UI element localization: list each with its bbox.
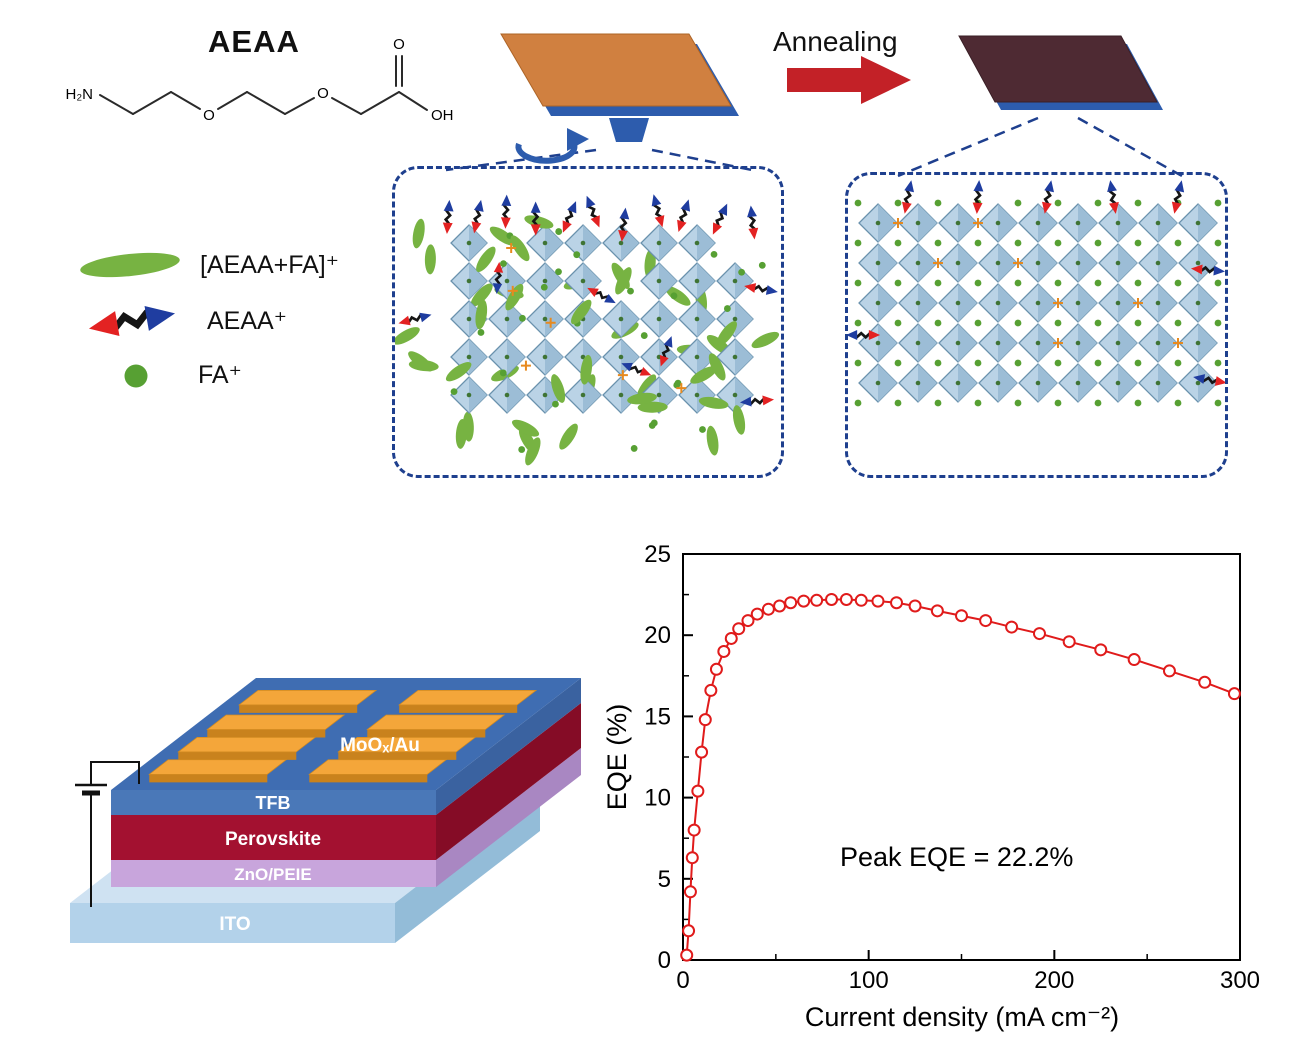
tfb-right-face: [436, 678, 581, 815]
annealing-label: Annealing: [773, 26, 898, 57]
layer-label-moox: MoOₓ/Au: [340, 735, 420, 756]
green-dot-icon: [124, 364, 148, 388]
perovskite-lattice-after: [848, 179, 1225, 407]
svg-text:200: 200: [1034, 967, 1074, 994]
green-ellipse-icon: [80, 252, 180, 278]
battery-icon: [75, 761, 140, 907]
ito-front-face: [70, 903, 395, 943]
svg-text:10: 10: [644, 785, 671, 812]
amine-group-label: H₂N: [66, 86, 94, 103]
svg-text:15: 15: [644, 703, 671, 730]
layer-label-tfb: TFB: [256, 793, 291, 813]
ether2-atom-label: O: [317, 85, 329, 102]
annealed-film: [958, 35, 1163, 110]
annealing-arrow-icon: [787, 56, 911, 104]
perovskite-film: [958, 35, 1158, 103]
spin-chuck: [609, 118, 649, 142]
perovskite-front-face: [111, 815, 436, 860]
svg-text:25: 25: [644, 541, 671, 568]
svg-text:0: 0: [676, 967, 689, 994]
perovskite-lattice-before: [395, 194, 780, 466]
ether1-atom-label: O: [203, 107, 215, 124]
svg-text:300: 300: [1220, 967, 1260, 994]
svg-text:5: 5: [658, 866, 671, 893]
legend-label-fa: FA⁺: [198, 361, 242, 389]
svg-text:100: 100: [849, 967, 889, 994]
device-schematic: MoOₓ/Au TFB Perovskite ZnO/PEIE ITO: [70, 678, 581, 943]
svg-text:0: 0: [658, 947, 671, 974]
spin-arrow-icon: [515, 128, 589, 164]
aeaa-dumbbell-icon: [88, 305, 176, 337]
x-axis-label: Current density (mA cm⁻²): [805, 1002, 1119, 1032]
layer-label-perovskite: Perovskite: [225, 829, 321, 850]
molecule-title: AEAA: [208, 24, 300, 59]
carbonyl-atom-label: O: [393, 36, 405, 53]
precursor-film: [500, 33, 732, 107]
hydroxyl-group-label: OH: [431, 107, 454, 124]
layer-label-zno: ZnO/PEIE: [234, 865, 311, 884]
peak-eqe-annotation: Peak EQE = 22.2%: [840, 842, 1074, 872]
legend-label-aeaa-fa: [AEAA+FA]⁺: [200, 251, 339, 279]
lattice-box-after: [845, 172, 1228, 478]
zno-right-face: [436, 748, 581, 887]
y-axis-label: EQE (%): [602, 704, 632, 811]
spin-coated-film: [500, 33, 739, 164]
legend-label-aeaa: AEAA⁺: [207, 307, 287, 335]
layer-label-ito: ITO: [219, 914, 250, 935]
svg-text:20: 20: [644, 622, 671, 649]
eqe-chart: 0 100 200 300 0 5 10 15 20 25 Current density (mA…: [602, 541, 1260, 1032]
perovskite-right-face: [436, 703, 581, 860]
lattice-box-before: [392, 166, 784, 478]
zno-front-face: [111, 860, 436, 887]
gold-electrodes: [148, 689, 538, 783]
aeaa-molecule-structure: H₂N O O O OH: [66, 36, 454, 124]
tfb-front-face: [111, 790, 436, 815]
